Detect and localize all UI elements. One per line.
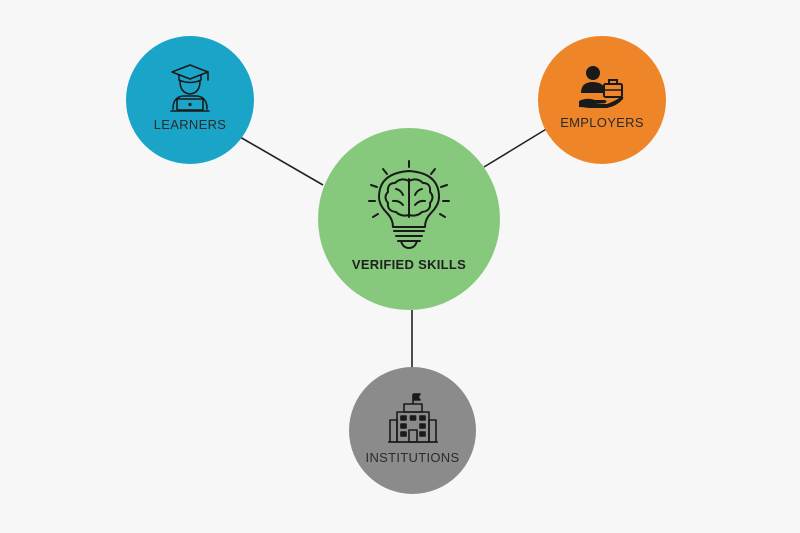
graduate-laptop-icon (170, 63, 210, 112)
verified-skills-label: VERIFIED SKILLS (351, 256, 467, 272)
node-verified-skills: VERIFIED SKILLS (318, 128, 500, 310)
learners-label: LEARNERS (153, 116, 227, 132)
building-icon (387, 393, 438, 443)
lightbulb-brain-icon (368, 159, 450, 249)
node-learners: LEARNERS (126, 36, 254, 164)
edge-center-learners (239, 136, 324, 186)
edge-center-employers (483, 127, 549, 168)
employers-label: EMPLOYERS (560, 114, 644, 130)
employer-briefcase-icon (579, 65, 624, 108)
node-employers: EMPLOYERS (538, 36, 666, 164)
node-institutions: INSTITUTIONS (349, 367, 476, 494)
institutions-label: INSTITUTIONS (365, 450, 460, 465)
